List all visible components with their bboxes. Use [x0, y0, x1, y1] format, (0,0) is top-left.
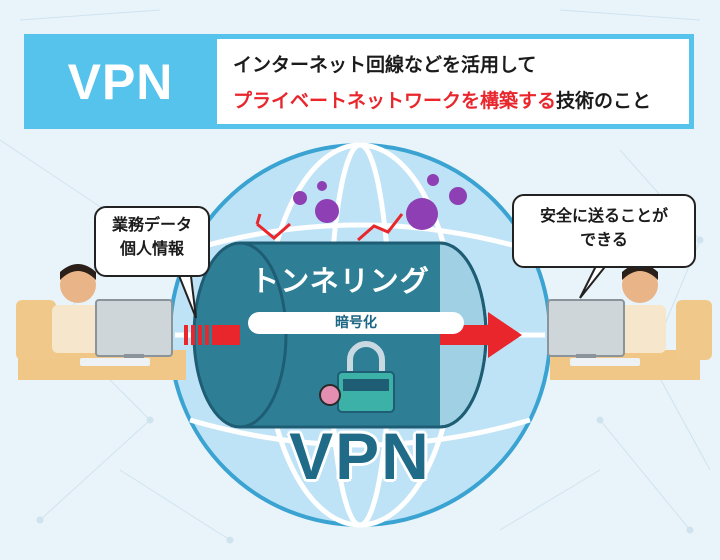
right-bubble-tail	[579, 257, 613, 299]
receiver-person	[547, 264, 712, 380]
sender-bubble-line-2: 個人情報	[119, 239, 184, 258]
definition-line-1: インターネット回線などを活用して	[233, 54, 537, 76]
receiver-bubble-line-1: 安全に送ることが	[539, 206, 668, 225]
sender-bubble-line-1: 業務データ	[111, 215, 192, 234]
lock-icon	[319, 341, 395, 413]
sender-person	[16, 264, 186, 380]
vpn-tag: VPN	[67, 53, 174, 110]
definition-box: インターネット回線などを活用して プライベートネットワークを構築する技術のこと	[217, 39, 689, 124]
incoming-data-arrow	[184, 325, 240, 345]
receiver-speech-bubble: 安全に送ることが できる	[512, 194, 696, 268]
tunnel-title: トンネリング	[250, 264, 430, 298]
virus-icons	[293, 174, 467, 230]
globe-vpn-label: VPN	[289, 419, 431, 493]
left-bubble-tail	[175, 267, 197, 319]
receiver-bubble-line-2: できる	[580, 230, 628, 249]
sender-speech-bubble: 業務データ 個人情報	[94, 206, 210, 277]
header-banner: VPN インターネット回線などを活用して プライベートネットワークを構築する技術…	[24, 34, 694, 129]
encryption-label: 暗号化	[248, 312, 464, 334]
blocked-arrows	[255, 213, 404, 242]
definition-line-2: プライベートネットワークを構築する技術のこと	[233, 86, 651, 113]
definition-rest: 技術のこと	[556, 90, 652, 112]
definition-highlight: プライベートネットワークを構築する	[233, 90, 557, 112]
